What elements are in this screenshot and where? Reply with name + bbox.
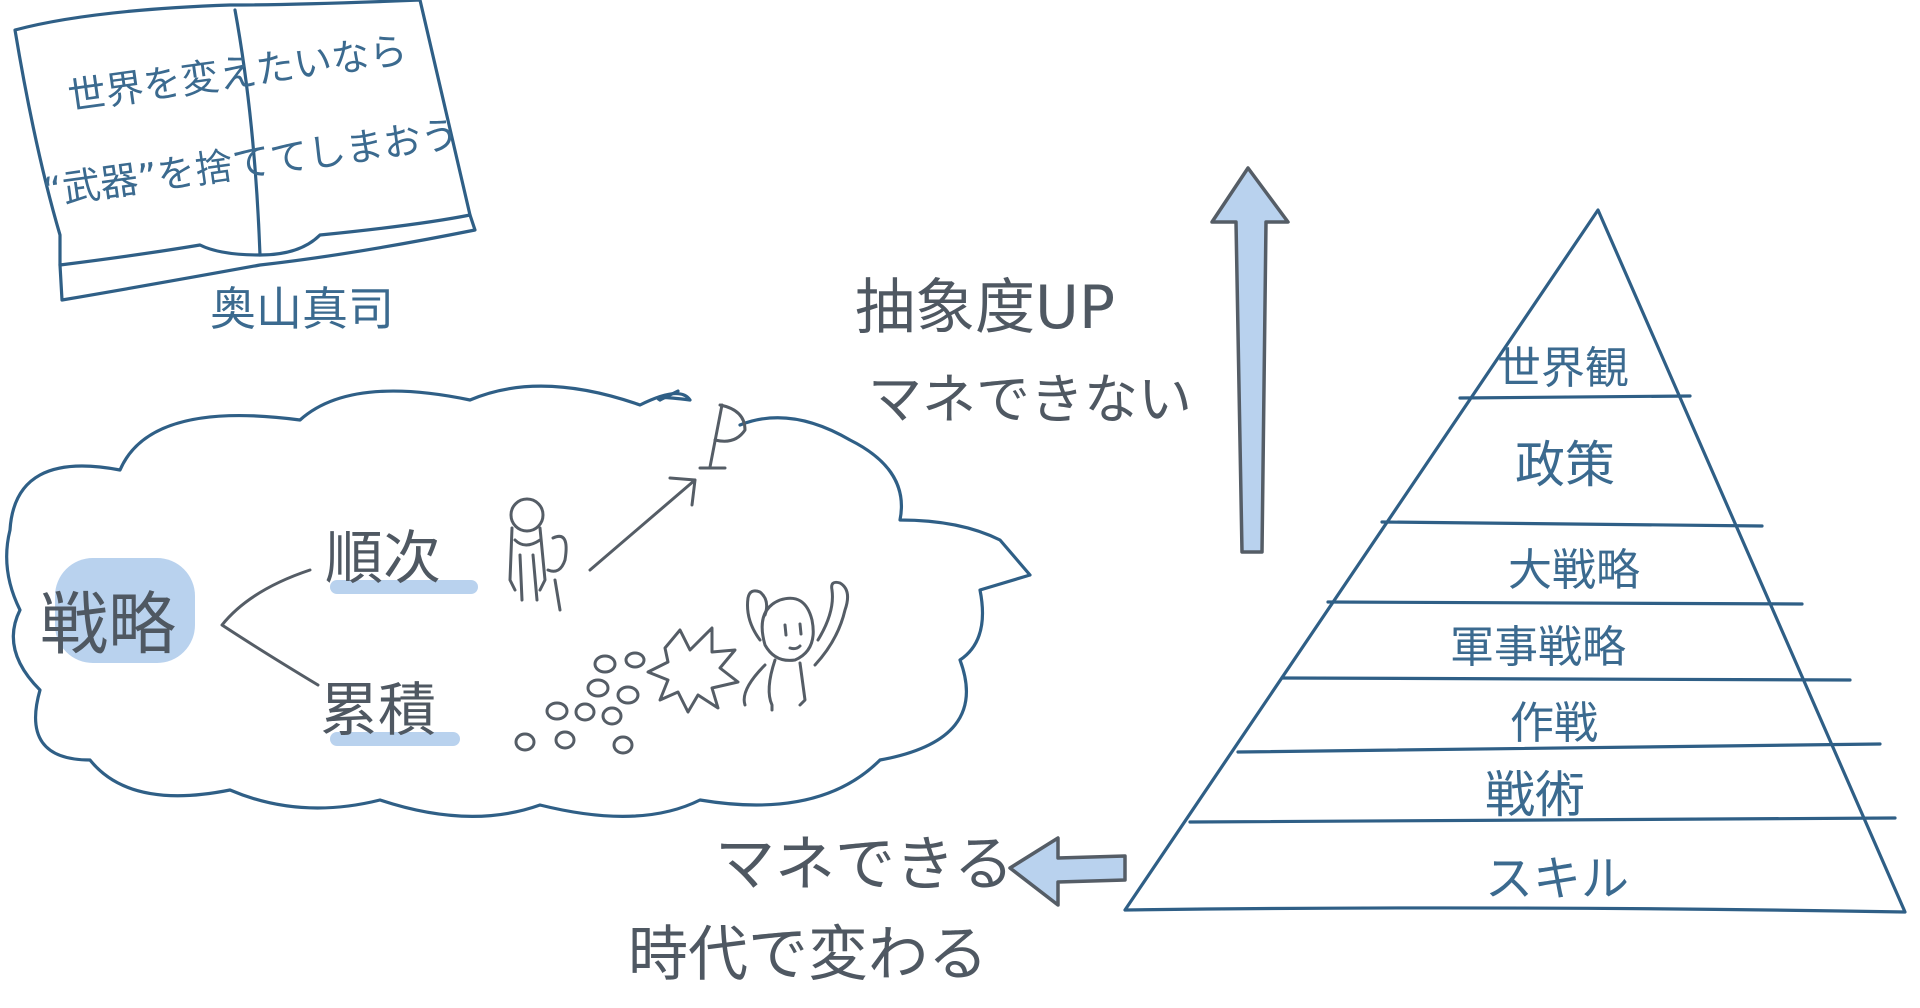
cumulative-label: 累積: [320, 676, 436, 744]
left-arrow-icon: [1008, 836, 1127, 907]
cumulative-underline: [330, 732, 460, 746]
book-bottom-edge: [58, 213, 477, 302]
book-author: 奥山真司: [210, 282, 394, 336]
left-arrow: [1008, 836, 1127, 907]
pyramid-level-2: 政策: [1515, 436, 1615, 494]
pyramid-level-4: 軍事戦略: [1450, 622, 1626, 673]
strategy-pyramid: [1123, 208, 1907, 914]
book-spine: [233, 8, 262, 257]
book-title-line1: 世界を変えたいなら: [65, 28, 410, 119]
pyramid-divider-1: [1458, 394, 1692, 400]
sequential-underline: [330, 580, 478, 594]
burst-icon: [646, 626, 740, 714]
cheering-person-icon: [742, 580, 850, 712]
pyramid-level-1: 世界観: [1497, 343, 1629, 394]
strategy-label: 戦略: [40, 586, 176, 665]
sequential-label: 順次: [325, 524, 441, 592]
pyramid-level-5: 作戦: [1510, 698, 1598, 749]
arrow-left-label-line1: マネできる: [715, 830, 1014, 900]
book: 世界を変えたいなら “武器”を捨ててしまおう 奥山真司: [13, 0, 477, 336]
arrow-up-label-line2: マネできない: [868, 368, 1192, 431]
abstraction-up-arrow: [1210, 166, 1290, 554]
pyramid-divider-2: [1380, 520, 1764, 528]
goal-flag-icon: [698, 403, 747, 470]
pyramid-divider-5: [1236, 742, 1882, 754]
pyramid-level-7: スキル: [1485, 851, 1629, 907]
pyramid-outline: [1123, 208, 1907, 914]
strategy-highlight: [55, 558, 195, 663]
up-arrow-icon: [1210, 166, 1290, 554]
pyramid-level-3: 大戦略: [1508, 545, 1640, 596]
book-outline: [13, 0, 472, 267]
pyramid-divider-3: [1326, 600, 1804, 606]
progress-arrow-icon: [588, 476, 697, 572]
arrow-up-label-line1: 抽象度UP: [855, 273, 1115, 343]
walking-person-icon: [508, 497, 568, 612]
pyramid-level-6: 戦術: [1485, 766, 1585, 824]
branch-lines: [220, 568, 320, 687]
cloud-outline: [5, 384, 1032, 818]
pebbles-icon: [514, 651, 646, 755]
thought-cloud: [5, 384, 1032, 818]
cloud-top-gap-stroke: [658, 389, 680, 402]
pyramid-divider-6: [1188, 816, 1897, 824]
pyramid-divider-4: [1280, 676, 1852, 682]
arrow-left-label-line2: 時代で変わる: [628, 920, 988, 990]
